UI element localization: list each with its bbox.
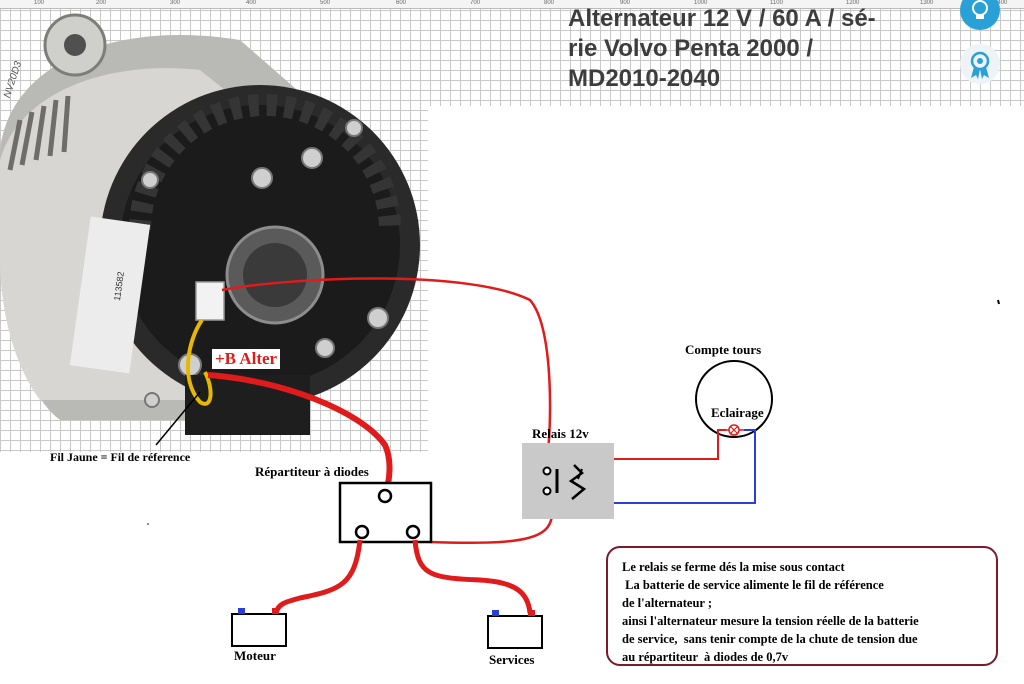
relay-to-lamp-wire bbox=[596, 429, 726, 460]
service-battery bbox=[487, 610, 543, 649]
service-battery-wire bbox=[412, 539, 533, 614]
ruler-tick: 1300 bbox=[920, 0, 934, 6]
title-line: Alternateur 12 V / 60 A / sé- bbox=[568, 5, 876, 32]
yellow-wire-pointer bbox=[155, 391, 201, 446]
splitter-input-terminal bbox=[377, 488, 393, 504]
ruler-tick: 900 bbox=[620, 0, 631, 6]
lamp-return-wire bbox=[596, 429, 756, 504]
alternator-output-wire bbox=[207, 372, 393, 497]
relay-label: Relais 12v bbox=[532, 426, 589, 441]
engine-battery-label: Moteur bbox=[234, 648, 276, 663]
splitter-output-terminal bbox=[354, 524, 370, 540]
ruler: 100 200 300 400 500 600 700 800 900 1000… bbox=[0, 0, 1024, 9]
title-line: MD2010-2040 bbox=[568, 65, 721, 92]
ruler-tick: 100 bbox=[34, 0, 45, 6]
ruler-tick: 1200 bbox=[846, 0, 860, 6]
yellow-wire-label: Fil Jaune = Fil de réference bbox=[50, 450, 191, 464]
lighting-label: Eclairage bbox=[711, 405, 764, 420]
alternator-output-label: +B Alter bbox=[212, 349, 281, 369]
ruler-tick: 1400 bbox=[994, 0, 1008, 6]
tachometer-label: Compte tours bbox=[685, 342, 762, 357]
reference-wire bbox=[221, 277, 552, 449]
title-line: rie Volvo Penta 2000 / bbox=[568, 35, 814, 62]
ruler-tick: 200 bbox=[96, 0, 107, 6]
ruler-tick: 700 bbox=[470, 0, 481, 6]
ruler-tick: 1000 bbox=[694, 0, 708, 6]
note-line: de l'alternateur ; bbox=[622, 596, 713, 610]
page-title: Alternateur 12 V / 60 A / sé- rie Volvo … bbox=[568, 4, 948, 94]
award-ribbon-icon[interactable] bbox=[960, 44, 1000, 84]
alternator-photo bbox=[0, 13, 420, 435]
note-line: La batterie de service alimente le fil d… bbox=[622, 578, 884, 592]
lightbulb-badge-icon[interactable] bbox=[960, 0, 1000, 30]
ruler-tick: 500 bbox=[320, 0, 331, 6]
splitter-output-terminal bbox=[405, 524, 421, 540]
ruler-tick: 400 bbox=[246, 0, 257, 6]
note-line: ainsi l'alternateur mesure la tension ré… bbox=[622, 614, 919, 628]
note-line: au répartiteur à diodes de 0,7v bbox=[622, 650, 789, 664]
note-line: de service, sans tenir compte de la chut… bbox=[622, 632, 918, 646]
relay bbox=[522, 443, 614, 519]
service-battery-label: Services bbox=[489, 652, 535, 667]
engine-battery bbox=[231, 608, 287, 647]
ruler-tick: 800 bbox=[544, 0, 555, 6]
splitter-label: Répartiteur à diodes bbox=[255, 464, 369, 479]
note-line: Le relais se ferme dés la mise sous cont… bbox=[622, 560, 845, 574]
engine-battery-wire bbox=[273, 539, 363, 614]
diode-splitter bbox=[338, 481, 433, 544]
ruler-tick: 600 bbox=[396, 0, 407, 6]
ruler-tick: 1100 bbox=[770, 0, 783, 6]
relay-to-splitter-wire bbox=[429, 514, 554, 545]
explanation-note: Le relais se ferme dés la mise sous cont… bbox=[606, 546, 998, 666]
tachometer bbox=[695, 360, 773, 438]
ruler-tick: 300 bbox=[170, 0, 181, 6]
